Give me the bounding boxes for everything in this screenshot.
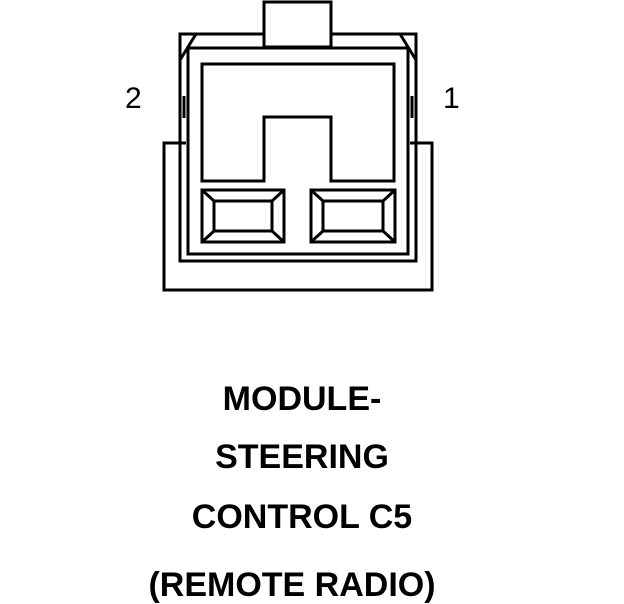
chamfer-left <box>178 33 198 61</box>
outer-housing <box>162 141 434 292</box>
chamfer-right <box>398 33 418 61</box>
caption-line-steering: STEERING <box>215 438 389 476</box>
terminal-pin-1 <box>309 188 397 244</box>
inner-body <box>186 46 410 256</box>
keyed-cavity <box>200 62 396 183</box>
locking-latch <box>262 0 333 49</box>
caption-line-module: MODULE- <box>222 380 382 418</box>
caption-line-remote-radio: (REMOTE RADIO) <box>148 566 436 604</box>
pin-label-2: 2 <box>125 82 142 115</box>
caption-line-control: CONTROL C5 <box>191 498 413 536</box>
terminal-pin-1-inner <box>321 199 385 233</box>
terminal-pin-2-inner <box>212 199 274 233</box>
pin-label-1: 1 <box>443 82 460 115</box>
terminal-pin-2 <box>200 188 286 244</box>
